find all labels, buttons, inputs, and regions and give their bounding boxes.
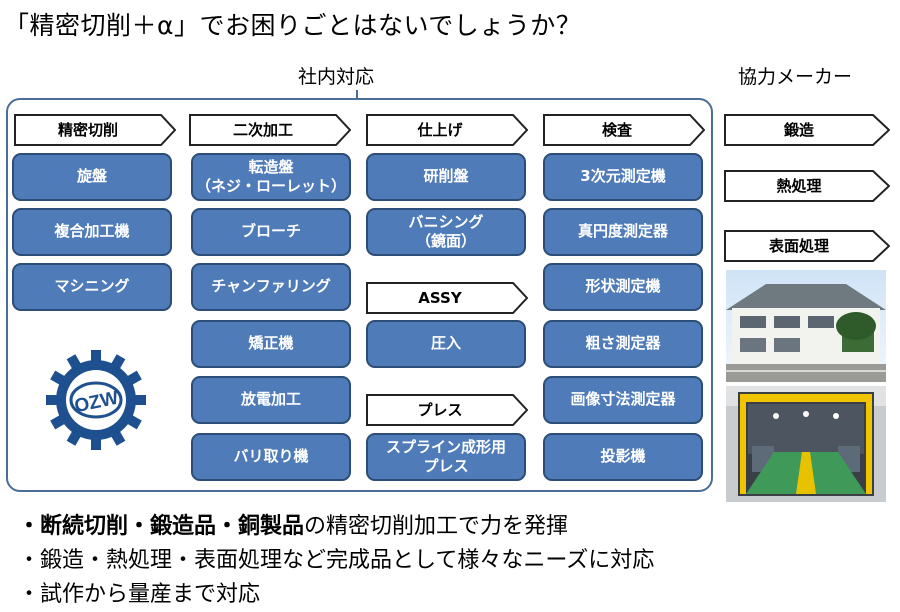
process-box: 形状測定機 [543,263,703,311]
arrow-label: 仕上げ [417,121,463,139]
arrow-secondary: 二次加工 [189,114,351,146]
process-box: バリ取り機 [191,433,351,481]
arrow-cutting: 精密切削 [14,114,176,146]
bullet-line-3: ・試作から量産まで対応 [18,576,260,608]
process-box: ブローチ [191,208,351,256]
factory-photo [726,386,886,502]
process-box: 投影機 [543,433,703,481]
process-box: マシニング [12,263,172,311]
arrow-partner-forging: 鍛造 [724,114,890,146]
process-box: 放電加工 [191,376,351,424]
arrow-press: プレス [366,394,528,426]
arrow-label: ASSY [418,289,462,307]
process-box: 研削盤 [366,153,526,201]
label-connector [356,90,358,99]
arrow-finishing: 仕上げ [366,114,528,146]
process-box: スプライン成形用 プレス [366,433,526,481]
arrow-label: 二次加工 [232,121,293,139]
process-box: 3次元測定機 [543,153,703,201]
process-box: 粗さ測定器 [543,320,703,368]
process-box: 旋盤 [12,153,172,201]
partner-label: 協力メーカー [738,66,853,88]
arrow-partner-surface-treatment: 表面処理 [724,230,890,262]
bullet-2-text: ・鍛造・熱処理・表面処理など完成品として様々なニーズに対応 [18,548,655,573]
process-box: 矯正機 [191,320,351,368]
process-box: 真円度測定器 [543,208,703,256]
arrow-label: プレス [417,401,463,419]
arrow-partner-heat-treatment: 熱処理 [724,170,890,202]
process-box: 画像寸法測定器 [543,376,703,424]
arrow-label: 検査 [601,121,632,139]
company-logo: OZW [44,348,148,452]
arrow-label: 熱処理 [776,177,822,195]
in-house-frame [6,98,713,492]
arrow-inspection: 検査 [543,114,705,146]
process-box: 複合加工機 [12,208,172,256]
process-box: バニシング （鏡面） [366,208,526,256]
bullet-1-text: の精密切削加工で力を発揮 [304,514,569,539]
bullet-1-emphasis: ・断続切削・鍛造品・銅製品 [18,514,305,539]
bullet-3-text: ・試作から量産まで対応 [18,582,261,607]
arrow-label: 鍛造 [783,121,814,139]
process-box: 圧入 [366,320,526,368]
in-house-label: 社内対応 [298,66,375,88]
arrow-assy: ASSY [366,282,528,314]
arrow-label: 精密切削 [57,121,118,139]
process-box: 転造盤 （ネジ・ローレット） [191,153,351,201]
process-box: チャンファリング [191,263,351,311]
page-title: 「精密切削＋α」でお困りごとはないでしょうか？ [4,11,582,40]
bullet-line-1: ・断続切削・鍛造品・銅製品の精密切削加工で力を発揮 [18,508,568,540]
building-photo [726,270,886,382]
arrow-label: 表面処理 [768,237,829,255]
bullet-line-2: ・鍛造・熱処理・表面処理など完成品として様々なニーズに対応 [18,542,654,574]
